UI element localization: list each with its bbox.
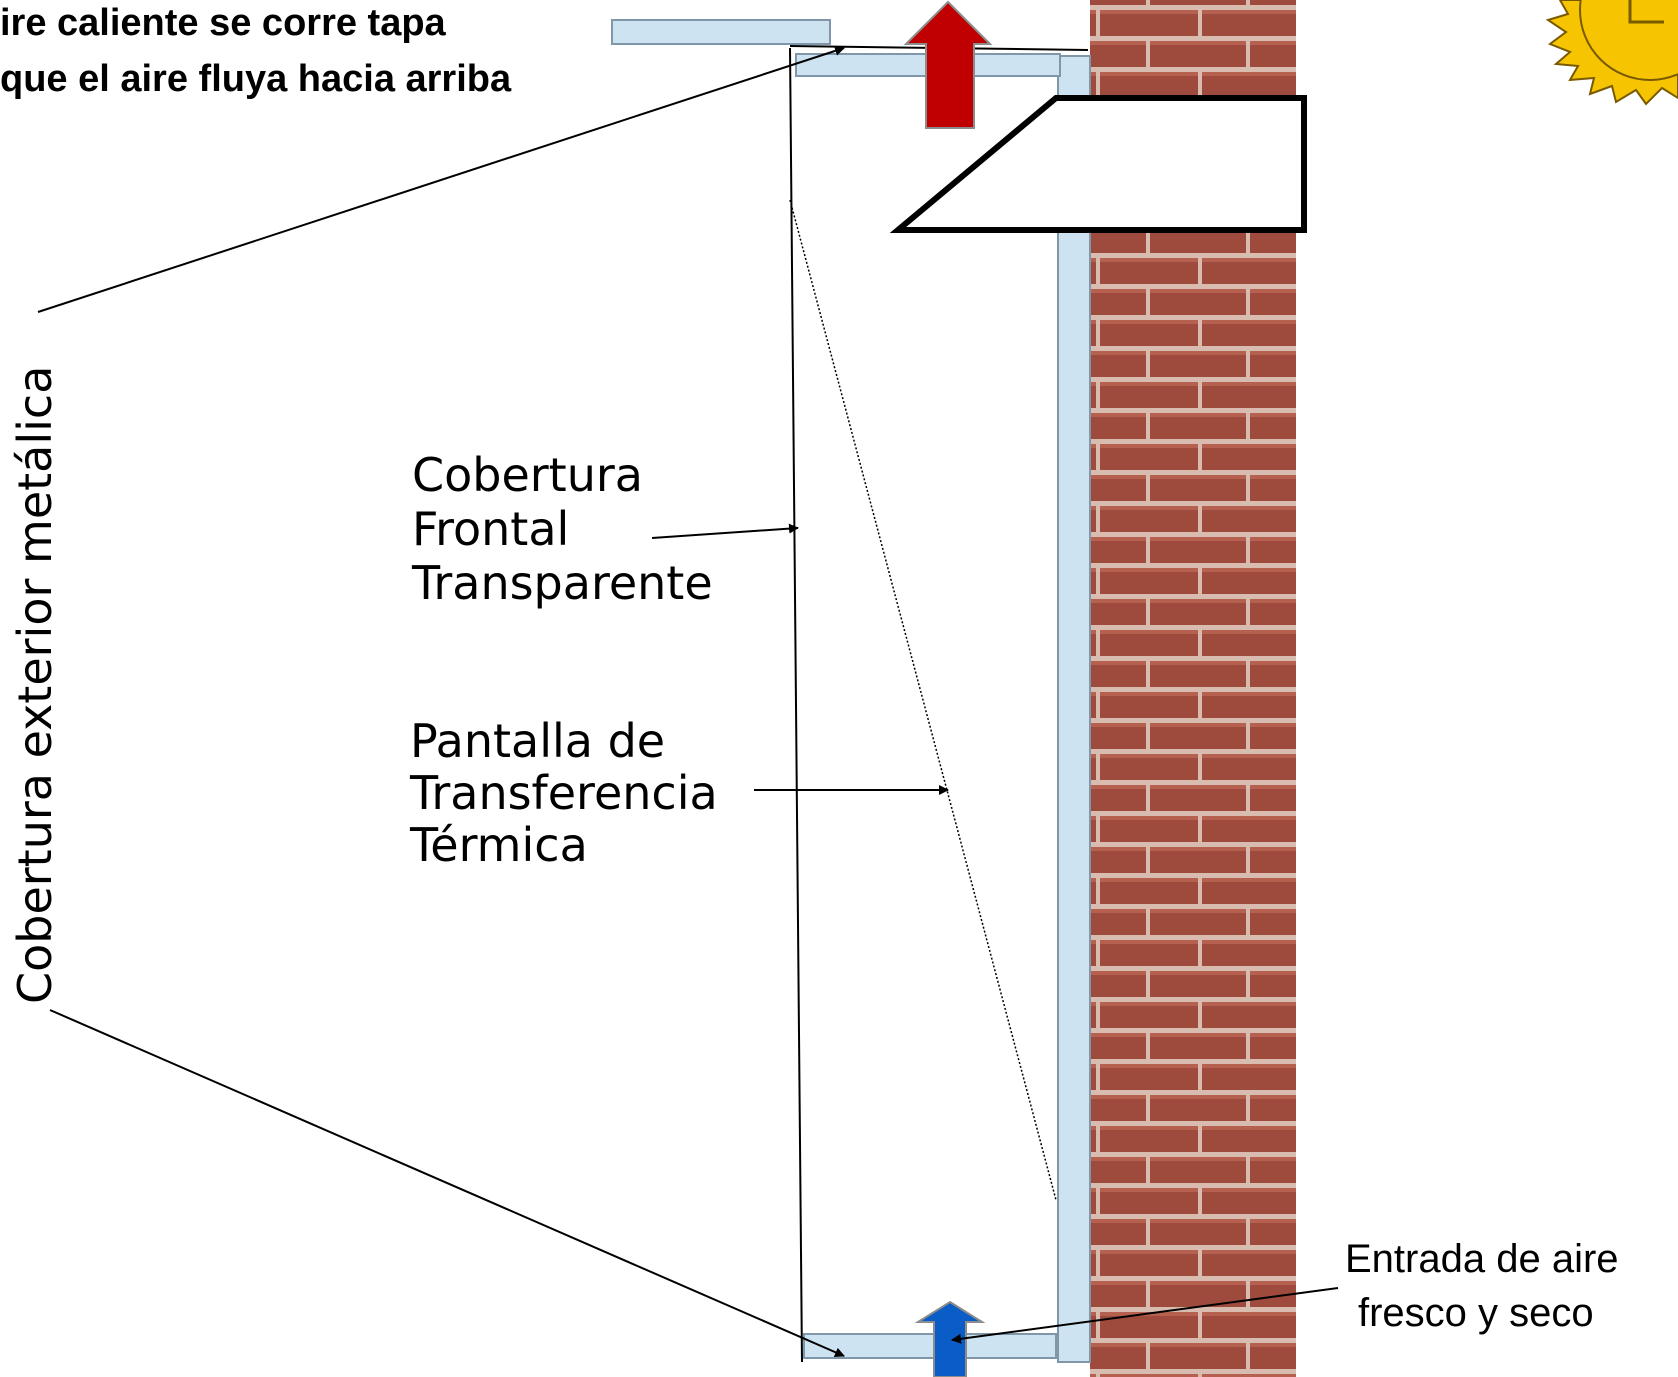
heat-screen-label-line2: Transferencia [410,766,718,820]
heat-screen-label-line1: Pantalla de [410,714,666,768]
leader-front-cover [651,523,799,539]
fresh-air-arrow-icon [914,1300,986,1377]
metal-cover-label: Cobertura exterior metálica [8,365,62,1004]
inner-panel [1057,55,1091,1363]
sliding-lid [611,19,831,45]
front-transparent-cover-line [789,47,803,1363]
leader-air-inlet [951,1287,1339,1344]
front-cover-label-line2: Frontal [412,502,570,556]
leader-metal-cover-bottom [49,1009,845,1357]
sun-icon [1545,0,1678,106]
window-frame [889,95,1307,233]
front-cover-label-line1: Cobertura [412,448,643,502]
air-inlet-label-line2: fresco y seco [1358,1291,1594,1335]
hot-air-arrow-icon [903,0,993,129]
leader-metal-cover-top [37,46,845,313]
top-note-line2: que el aire fluya hacia arriba [0,58,512,100]
air-inlet-label-line1: Entrada de aire [1345,1237,1619,1281]
heat-transfer-screen-line [789,199,1057,1201]
top-note-line1: ire caliente se corre tapa [0,2,446,44]
heat-screen-label-line3: Térmica [410,818,588,872]
bottom-panel [803,1333,1057,1359]
front-cover-label-line3: Transparente [412,556,713,610]
